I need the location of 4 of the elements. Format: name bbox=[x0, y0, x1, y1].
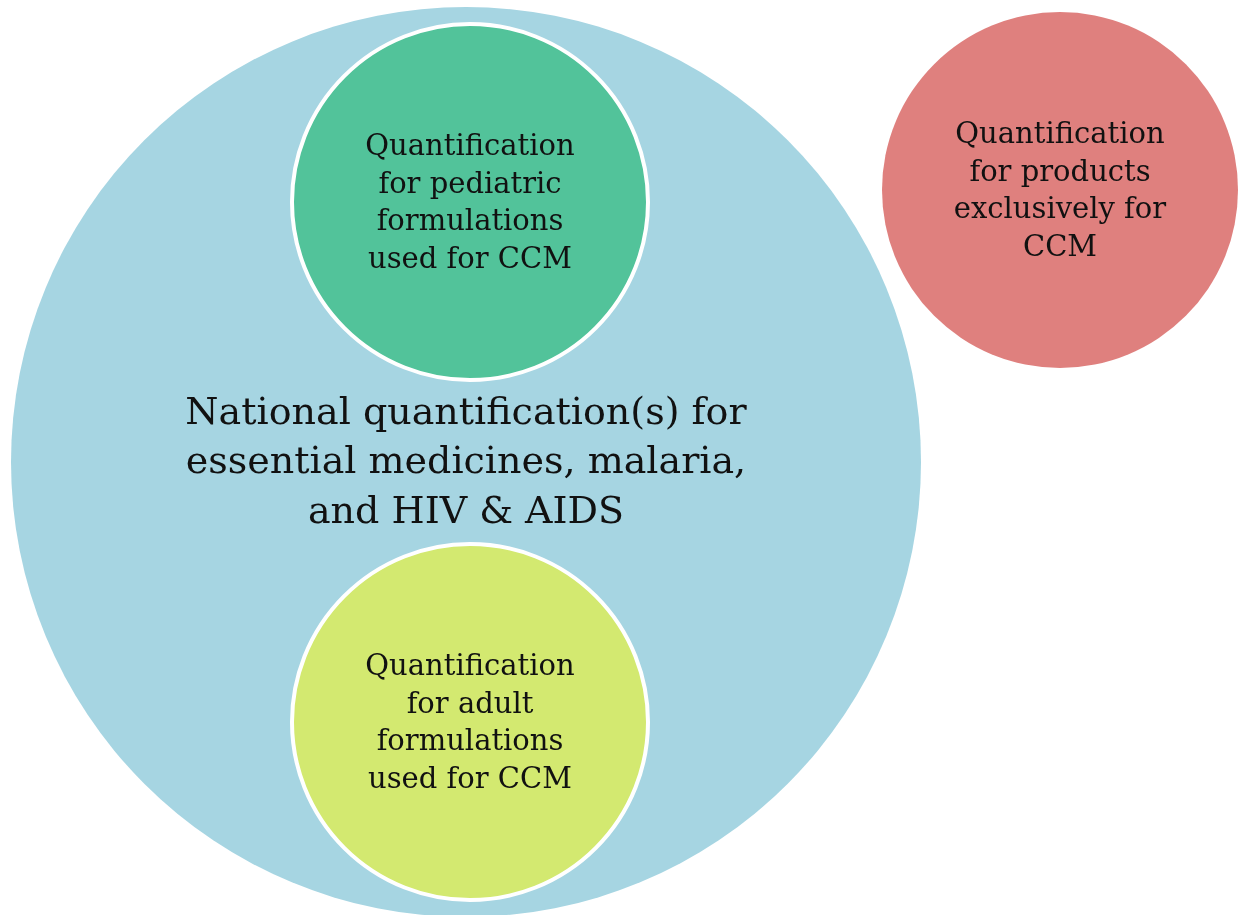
circle-label: Quantification for adult formulations used for CCM bbox=[364, 646, 576, 797]
circle-label: Quantification for pediatric formulations used for CCM bbox=[364, 126, 576, 277]
circle-label: National quantification(s) for essential medicines, malaria, and HIV & AIDS bbox=[184, 388, 748, 534]
circle-label: Quantification for products exclusively for CCM bbox=[952, 114, 1168, 265]
